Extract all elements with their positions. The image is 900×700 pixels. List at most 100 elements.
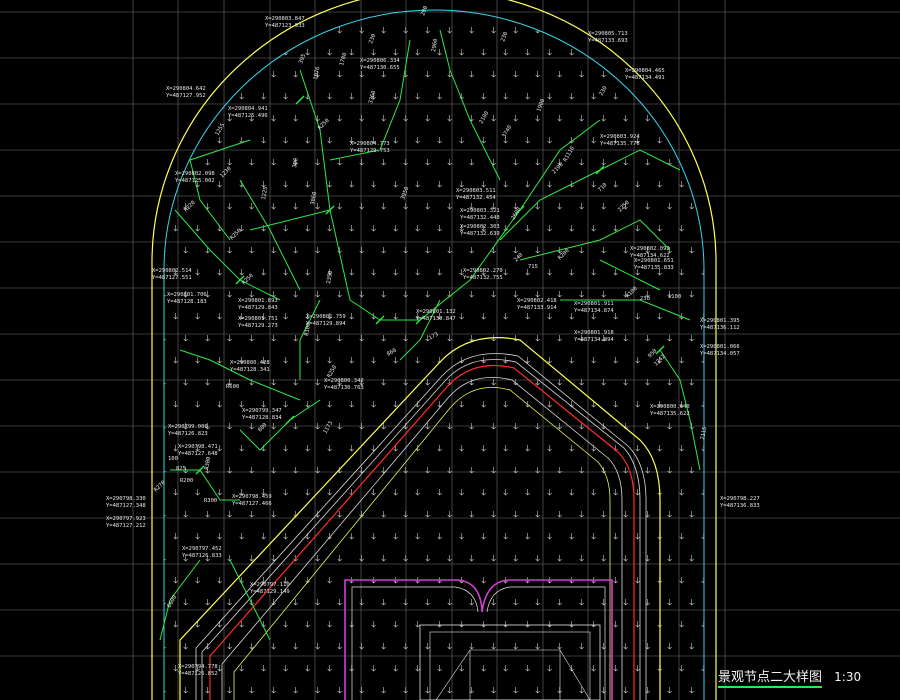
hatch-arrow: [503, 621, 508, 628]
hatch-arrow: [337, 687, 342, 694]
dimension-line: [229, 559, 271, 641]
dimension-labels: 2002303951076296023017803360R250R2501900…: [153, 5, 708, 609]
hatch-arrow: [679, 93, 684, 100]
dimension-tick: [295, 95, 305, 105]
hatch-arrow: [217, 401, 222, 408]
hatch-arrow: [491, 27, 496, 34]
hatch-arrow: [261, 269, 266, 276]
hatch-arrow: [183, 379, 188, 386]
coordinate-x: X=290801.918: [574, 330, 614, 336]
hatch-arrow: [525, 313, 530, 320]
hatch-arrow: [547, 49, 552, 56]
hatch-arrow: [327, 577, 332, 584]
hatch-arrow: [689, 291, 694, 298]
hatch-arrow: [381, 291, 386, 298]
hatch-arrow: [403, 643, 408, 650]
hatch-arrow: [689, 599, 694, 606]
hatch-arrow: [183, 599, 188, 606]
coordinate-y: Y=487134.622: [630, 253, 670, 259]
hatch-arrow: [425, 291, 430, 298]
hatch-arrow: [569, 489, 574, 496]
hatch-arrow: [327, 401, 332, 408]
hatch-arrow: [283, 181, 288, 188]
hatch-arrow: [415, 533, 420, 540]
coordinate-x: X=290801.706: [167, 292, 207, 298]
hatch-arrow: [657, 225, 662, 232]
hatch-arrow: [195, 533, 200, 540]
hatch-arrow: [403, 291, 408, 298]
hatch-arrow: [623, 687, 628, 694]
hatch-arrow: [635, 577, 640, 584]
hatch-arrow: [227, 159, 232, 166]
hatch-arrow: [164, 511, 166, 518]
hatch-arrow: [293, 467, 298, 474]
coordinate-x: X=290802.098: [175, 171, 215, 177]
dimension-line: [560, 299, 691, 321]
hatch-arrow: [327, 225, 332, 232]
hatch-arrow: [579, 467, 584, 474]
hatch-arrow: [293, 687, 298, 694]
hatch-arrow: [679, 225, 684, 232]
hatch-arrow: [249, 555, 254, 562]
hatch-arrow: [437, 137, 442, 144]
hatch-arrow: [569, 665, 574, 672]
hatch-arrow: [239, 489, 244, 496]
dimension-label: 230: [599, 85, 609, 97]
hatch-arrow: [459, 137, 464, 144]
hatch-arrow: [271, 71, 276, 78]
coordinate-labels: X=290803.847Y=487123.933X=290805.713Y=48…: [106, 16, 760, 677]
hatch-arrow: [371, 93, 376, 100]
coordinate-x: X=290803.511: [456, 188, 496, 194]
hatch-arrow: [359, 159, 364, 166]
dimension-label: 3360: [368, 90, 377, 104]
hatch-arrow: [667, 203, 672, 210]
hatch-arrow: [613, 357, 618, 364]
hatch-arrow: [183, 687, 188, 694]
hatch-arrow: [437, 269, 442, 276]
dimension-label: 1225: [261, 186, 269, 200]
hatch-arrow: [437, 225, 442, 232]
dimension-line: [174, 209, 281, 301]
hatch-arrow: [393, 665, 398, 672]
hatch-arrow: [305, 445, 310, 452]
hatch-arrow: [679, 533, 684, 540]
hatch-arrow: [195, 269, 200, 276]
hatch-arrow: [393, 313, 398, 320]
hatch-arrow: [525, 269, 530, 276]
dimension-label: 3860: [310, 191, 318, 205]
coordinate-y: Y=487135.776: [600, 141, 640, 147]
hatch-arrow: [513, 115, 518, 122]
coordinate-x: X=290801.132: [416, 309, 456, 315]
hatch-arrow: [271, 115, 276, 122]
hatch-arrow: [359, 555, 364, 562]
hatch-arrow: [591, 181, 596, 188]
hatch-arrow: [613, 665, 618, 672]
hatch-arrow: [712, 27, 716, 33]
hatch-arrow: [227, 335, 232, 342]
hatch-arrow: [315, 467, 320, 474]
hatch-arrow: [447, 27, 452, 34]
hatch-arrow: [437, 313, 442, 320]
dimension-label: 200: [420, 5, 429, 16]
hatch-arrow: [535, 71, 540, 78]
hatch-arrow: [359, 115, 364, 122]
hatch-arrow: [249, 71, 254, 78]
coordinate-x: X=290797.452: [182, 546, 222, 552]
hatch-arrow: [535, 115, 540, 122]
coordinate-y: Y=487127.952: [166, 93, 206, 99]
hatch-arrow: [579, 555, 584, 562]
hatch-arrow: [491, 467, 496, 474]
hatch-arrow: [315, 27, 320, 34]
hatch-arrow: [164, 423, 166, 430]
hatch-arrow: [689, 643, 694, 650]
hatch-arrow: [371, 269, 376, 276]
hatch-arrow: [371, 181, 376, 188]
hatch-arrow: [513, 335, 518, 342]
hatch-arrow: [217, 137, 222, 144]
hatch-arrow: [239, 621, 244, 628]
